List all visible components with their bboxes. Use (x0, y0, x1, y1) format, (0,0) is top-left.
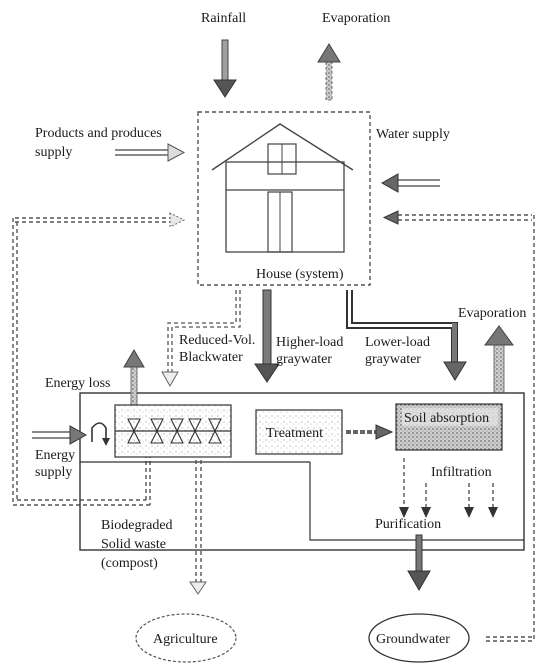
groundwater-arrow (407, 534, 431, 591)
mixer-paddles-icon (115, 418, 231, 444)
energy-supply-arrow (32, 425, 88, 445)
treatment-to-soil-arrow (346, 424, 394, 440)
water-supply-label: Water supply (376, 127, 450, 142)
soil-absorption-label: Soil absorption (404, 411, 489, 426)
blackwater-dashed-flow (161, 290, 241, 388)
purification-label: Purification (375, 517, 441, 532)
biodegraded-label-line2: Solid waste (101, 537, 166, 552)
higher-load-label-line2: graywater (276, 352, 332, 367)
compost-to-agriculture-dashed-flow (189, 460, 207, 595)
recycle-supply-dashed-arrow (15, 212, 186, 228)
products-label-line1: Products and produces (35, 126, 162, 141)
agriculture-label: Agriculture (153, 632, 218, 647)
house-icon (211, 123, 354, 253)
treatment-box (255, 409, 343, 455)
groundwater-label: Groundwater (376, 632, 450, 647)
treatment-system-box (79, 392, 525, 551)
biodegraded-label-line3: (compost) (101, 556, 158, 571)
house-system-box (197, 111, 371, 286)
groundwater-node (368, 613, 470, 663)
energy-loss-label: Energy loss (45, 376, 110, 391)
lower-load-graywater-arrow (346, 290, 467, 381)
inner-channel-line (309, 462, 524, 541)
groundwater-return-dashed-line (382, 210, 535, 642)
house-label: House (system) (256, 267, 344, 282)
water-supply-arrow (380, 173, 440, 193)
rainfall-label: Rainfall (201, 11, 246, 26)
pump-icon (91, 422, 110, 446)
energy-loss-arrow (123, 349, 145, 408)
reduced-vol-label-line1: Reduced-Vol. (179, 333, 255, 348)
biodegraded-label-line1: Biodegraded (101, 518, 173, 533)
products-label-line2: supply (35, 145, 72, 160)
evaporation-right-arrow (484, 325, 514, 394)
lower-load-label-line2: graywater (365, 352, 421, 367)
infiltration-label: Infiltration (431, 465, 492, 480)
products-supply-arrow (115, 143, 186, 162)
energy-supply-label-line2: supply (35, 465, 72, 480)
lower-load-label-line1: Lower-load (365, 335, 430, 350)
higher-load-graywater-arrow (254, 289, 280, 383)
reduced-vol-label-line2: Blackwater (179, 350, 243, 365)
evaporation-right-label: Evaporation (458, 306, 526, 321)
soil-label-backdrop (402, 408, 498, 426)
higher-load-label-line1: Higher-load (276, 335, 343, 350)
evaporation-top-arrow (317, 43, 341, 101)
evaporation-top-label: Evaporation (322, 11, 390, 26)
rainfall-arrow (213, 39, 237, 98)
treatment-label: Treatment (266, 426, 323, 441)
infiltration-arrows (399, 458, 498, 518)
agriculture-node (135, 613, 237, 663)
energy-supply-label-line1: Energy (35, 448, 75, 463)
